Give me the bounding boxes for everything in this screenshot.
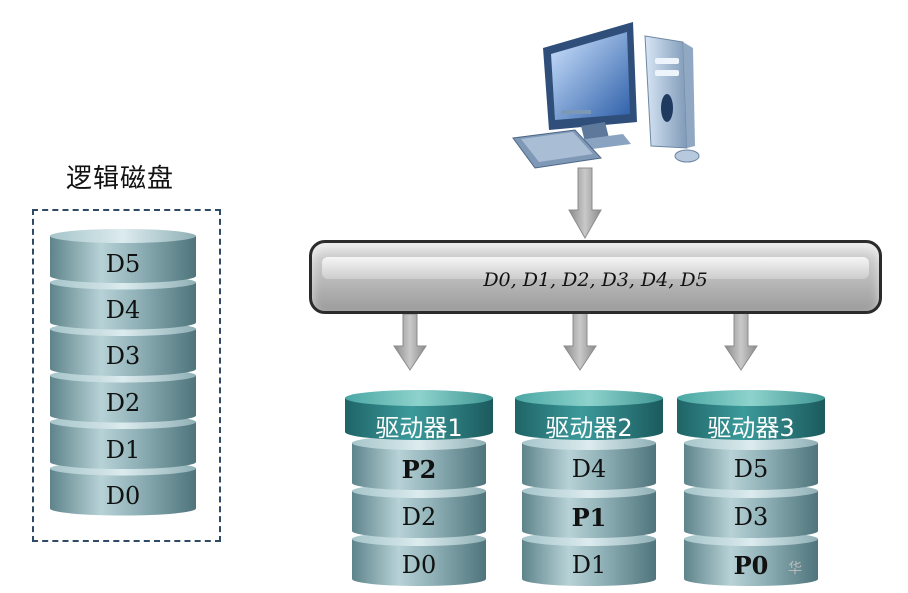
- logical-disk-frame: [32, 209, 221, 542]
- drive3-disk-p0: P0: [733, 551, 769, 580]
- drive2-disk-d4: D4: [571, 455, 607, 483]
- drive2-disk-d1: D1: [571, 551, 607, 579]
- data-bus-label: D0, D1, D2, D3, D4, D5: [483, 269, 708, 291]
- drive1-disk-p2: P2: [401, 455, 437, 484]
- logical-disk-cylinder-d5: [50, 229, 196, 283]
- down-arrow-computer: [568, 167, 602, 240]
- drive1-header-cylinder: [345, 390, 493, 440]
- logical-disk-d4: D4: [105, 296, 141, 324]
- drive1-disk-d0: D0: [401, 551, 437, 579]
- drive2-header-cylinder: [515, 390, 663, 440]
- drive1-cylinder-p2: [352, 436, 486, 490]
- logical-disk-stack: [50, 229, 196, 516]
- drive2-disk-p1: P1: [571, 503, 607, 532]
- drive3-header-cylinder: [677, 390, 825, 440]
- logical-disk-title: 逻辑磁盘: [65, 164, 174, 194]
- drive2-cylinder-d4: [522, 436, 656, 490]
- data-bus-bar: D0, D1, D2, D3, D4, D5: [309, 240, 882, 314]
- logical-disk-d5: D5: [105, 250, 141, 278]
- logical-disk-d2: D2: [105, 389, 141, 417]
- drive2-title: 驱动器2: [545, 414, 633, 442]
- logical-disk-d0: D0: [105, 482, 141, 510]
- drive3-disk-d5: D5: [733, 455, 769, 483]
- drive3-disk-d3: D3: [733, 503, 769, 531]
- computer-icon: [512, 22, 700, 169]
- down-arrow-drive1: [393, 313, 427, 371]
- drive3-title: 驱动器3: [707, 414, 795, 442]
- drive3-cylinder-d5: [684, 436, 818, 490]
- drive1-title: 驱动器1: [375, 414, 463, 442]
- watermark-text: 华: [788, 561, 802, 577]
- logical-disk-d1: D1: [105, 436, 141, 464]
- logical-disk-d3: D3: [105, 342, 141, 370]
- drive1-disk-d2: D2: [401, 503, 437, 531]
